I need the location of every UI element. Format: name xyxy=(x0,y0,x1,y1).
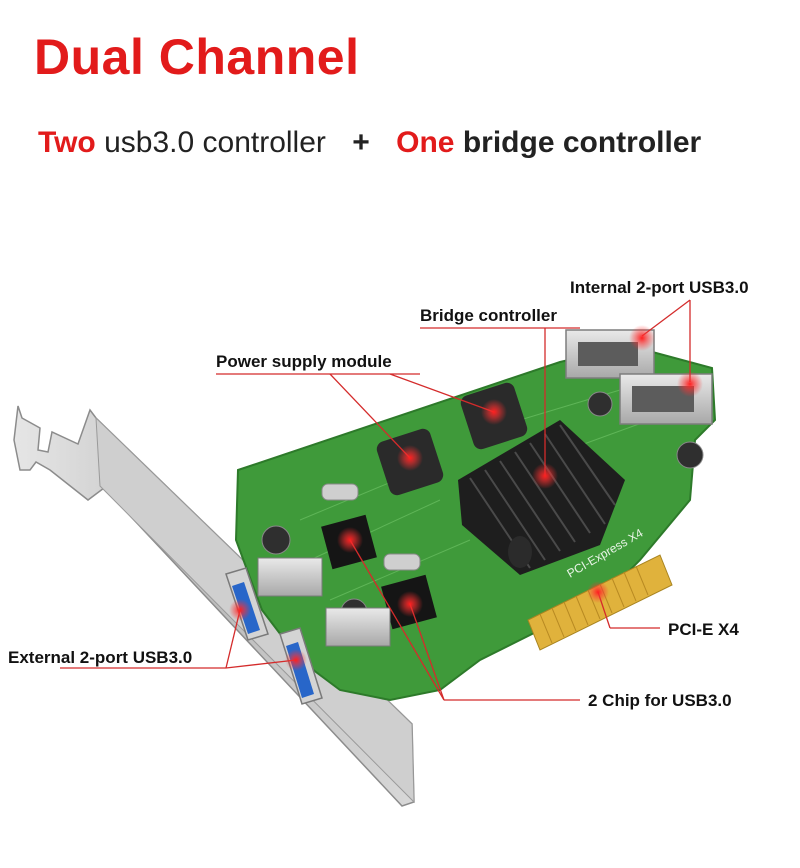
callout-power-supply: Power supply module xyxy=(216,352,392,371)
marker-chip-1 xyxy=(337,527,363,553)
subtitle: Two usb3.0 controller + One bridge contr… xyxy=(38,126,701,160)
marker-pcie xyxy=(587,581,609,603)
subtitle-plus: + xyxy=(352,126,370,159)
heatsink xyxy=(458,420,625,575)
crystal-oscillator-2 xyxy=(383,553,421,571)
capacitor-3 xyxy=(587,391,613,417)
callout-external-ports: External 2-port USB3.0 xyxy=(8,648,193,667)
marker-ext-usb-1 xyxy=(229,599,251,621)
subtitle-bridge-controller: bridge controller xyxy=(462,126,702,159)
internal-usb-port-1 xyxy=(565,329,655,379)
highlight-markers xyxy=(229,325,703,671)
subtitle-usb-controller: usb3.0 controller xyxy=(104,126,326,159)
subtitle-two: Two xyxy=(38,126,96,159)
capacitor-1 xyxy=(261,525,291,555)
marker-bridge xyxy=(532,463,558,489)
capacitor-4 xyxy=(676,441,704,469)
marker-internal-usb-2 xyxy=(677,371,703,397)
marker-power-2 xyxy=(481,399,507,425)
subtitle-one: One xyxy=(396,126,455,159)
marker-chip-2 xyxy=(397,591,423,617)
external-port-housing-1 xyxy=(257,557,323,597)
marker-ext-usb-2 xyxy=(285,649,307,671)
callout-pcie: PCI-E X4 xyxy=(668,620,739,639)
callout-bridge-controller: Bridge controller xyxy=(420,306,557,325)
callout-chips: 2 Chip for USB3.0 xyxy=(588,691,732,710)
marker-power-1 xyxy=(397,445,423,471)
callout-internal-ports: Internal 2-port USB3.0 xyxy=(570,278,749,297)
page-title: Dual Channel xyxy=(34,29,360,85)
external-port-housing-2 xyxy=(325,607,391,647)
crystal-oscillator-1 xyxy=(321,483,359,501)
marker-internal-usb-1 xyxy=(629,325,655,351)
